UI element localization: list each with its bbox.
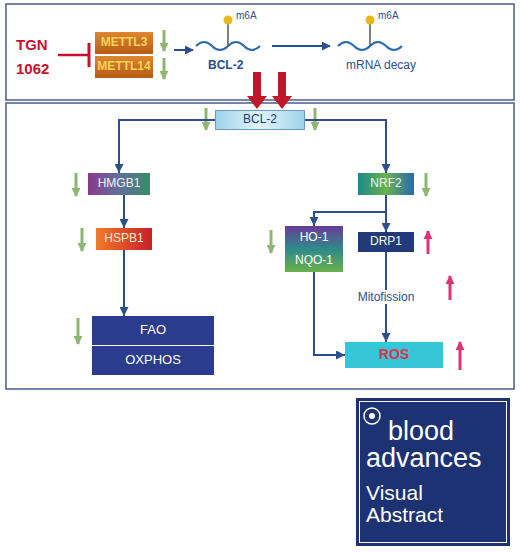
connector-arrow bbox=[305, 120, 386, 173]
m6a-dot bbox=[366, 16, 375, 25]
text-label: TGN bbox=[16, 36, 48, 53]
decrease-arrow bbox=[425, 173, 428, 196]
protein-box: NRF2 bbox=[358, 173, 414, 195]
text-label: m6A bbox=[236, 10, 257, 21]
m6a-dot bbox=[224, 16, 233, 25]
enzyme-box: METTL3 bbox=[95, 32, 153, 54]
protein-box: DRP1 bbox=[358, 232, 414, 252]
node-text: BCL-2 bbox=[243, 113, 277, 126]
increase-arrow bbox=[449, 276, 452, 300]
text-label: m6A bbox=[378, 10, 399, 21]
node-text: DRP1 bbox=[370, 235, 402, 248]
connector-arrow bbox=[385, 195, 387, 232]
decrease-arrow bbox=[77, 318, 80, 344]
bottom-panel bbox=[6, 103, 514, 389]
text-label: BCL-2 bbox=[208, 58, 243, 72]
big-red-arrow bbox=[272, 72, 292, 109]
big-red-arrow bbox=[247, 72, 267, 109]
protein-box: HO-1NQO-1 bbox=[285, 226, 343, 272]
node-text: HO-1 bbox=[300, 231, 329, 244]
edge-label: Mitofission bbox=[355, 290, 418, 304]
outcome-box: ROS bbox=[345, 342, 443, 368]
node-text: OXPHOS bbox=[125, 353, 181, 367]
connector-arrow bbox=[119, 120, 215, 173]
connector-arrow bbox=[123, 195, 125, 228]
decrease-arrow bbox=[75, 173, 78, 196]
node-text: NRF2 bbox=[370, 177, 401, 190]
text-label: 1062 bbox=[16, 60, 49, 77]
decrease-arrow bbox=[81, 228, 84, 251]
m6a-stem bbox=[369, 24, 371, 46]
connector-arrow bbox=[123, 250, 125, 316]
protein-box: HMGB1 bbox=[88, 173, 150, 195]
connector-arrow bbox=[314, 272, 345, 355]
inhibition-bar bbox=[88, 43, 91, 67]
node-text: Visual Abstract bbox=[366, 482, 500, 526]
process-box: OXPHOS bbox=[92, 346, 214, 375]
increase-arrow bbox=[459, 342, 462, 370]
decrease-arrow bbox=[163, 58, 166, 79]
enzyme-box: METTL14 bbox=[95, 56, 153, 78]
node-text: HSPB1 bbox=[104, 232, 143, 245]
flow-arrow bbox=[174, 49, 193, 51]
decrease-arrow bbox=[163, 30, 166, 51]
node-text: NQO-1 bbox=[295, 254, 333, 267]
protein-box: BCL-2 bbox=[215, 110, 305, 130]
node-text: FAO bbox=[140, 323, 166, 337]
connector-arrow bbox=[314, 195, 386, 226]
protein-box: HSPB1 bbox=[96, 228, 152, 250]
node-text: HMGB1 bbox=[98, 177, 141, 190]
process-box: FAO bbox=[92, 316, 214, 345]
journal-emblem bbox=[369, 413, 375, 419]
node-text: METTL14 bbox=[97, 60, 150, 73]
decrease-arrow bbox=[270, 230, 273, 253]
flow-arrow bbox=[272, 45, 330, 47]
increase-arrow bbox=[427, 231, 430, 254]
m6a-stem bbox=[227, 24, 229, 46]
node-text: ROS bbox=[379, 347, 409, 362]
node-text: METTL3 bbox=[101, 36, 148, 49]
node-text: blood advances bbox=[366, 418, 500, 472]
text-label: mRNA decay bbox=[346, 58, 416, 72]
inhibition-line bbox=[58, 54, 88, 57]
